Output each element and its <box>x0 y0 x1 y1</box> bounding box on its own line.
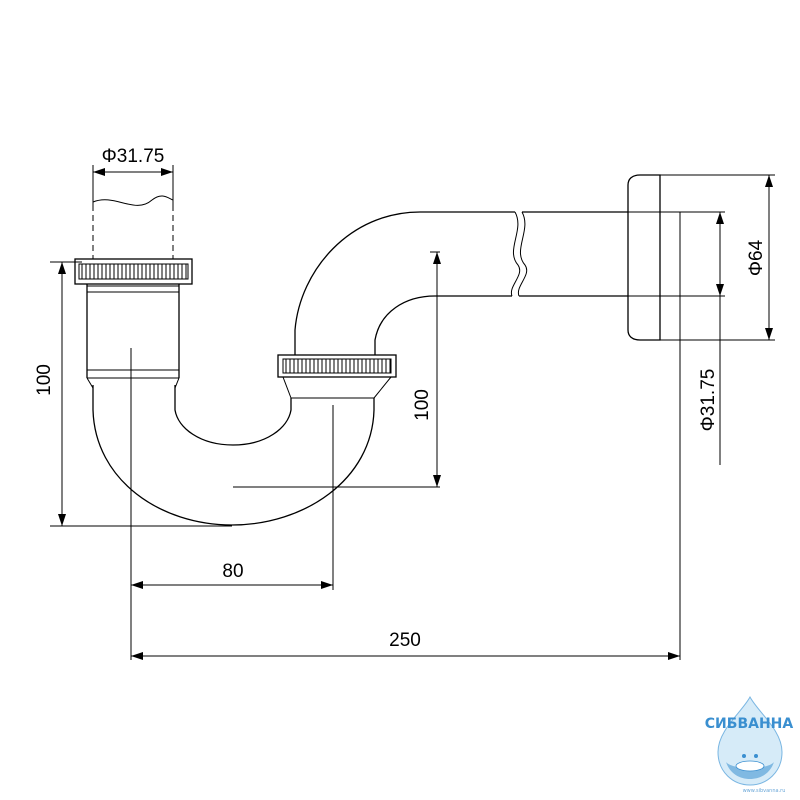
u-bend <box>86 348 440 660</box>
trap-depth-label: 100 <box>412 389 433 421</box>
offset-label: 80 <box>222 561 243 582</box>
dimension-offset: 80 <box>131 561 333 589</box>
dimension-inlet-diameter: Φ31.75 <box>92 146 174 205</box>
brand-logo: СИБВАННА www.sibvanna.ru <box>705 695 794 794</box>
dimension-outlet-diameter: Φ31.75 <box>698 212 724 465</box>
logo-url-text: www.sibvanna.ru <box>743 788 786 794</box>
dimension-trap-depth: 100 <box>412 251 441 487</box>
inlet-height-label: 100 <box>34 364 55 396</box>
outlet-bend <box>294 211 628 355</box>
inlet-diameter-label: Φ31.75 <box>102 146 165 167</box>
inlet-nut <box>74 258 193 285</box>
dimension-total-length: 250 <box>131 630 680 660</box>
middle-nut <box>277 354 397 399</box>
inlet-pipe <box>86 195 180 379</box>
logo-brand-text: СИБВАННА <box>705 716 794 732</box>
dimension-flange-diameter: Φ64 <box>746 175 773 340</box>
total-length-label: 250 <box>389 630 421 651</box>
flange-diameter-label: Φ64 <box>746 239 767 276</box>
dimension-inlet-height: 100 <box>34 261 232 527</box>
wall-flange <box>627 174 775 660</box>
outlet-diameter-label: Φ31.75 <box>698 369 719 432</box>
